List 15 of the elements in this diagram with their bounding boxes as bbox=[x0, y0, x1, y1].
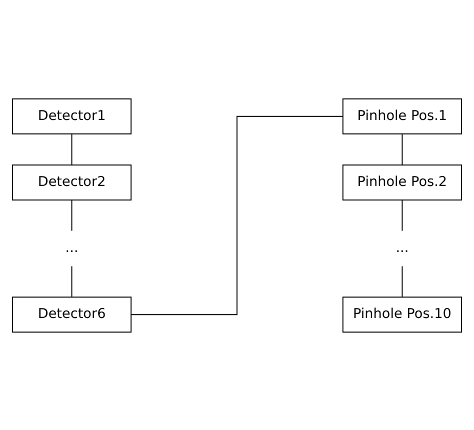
node-box: Pinhole Pos.2 bbox=[342, 164, 462, 200]
node-box: Pinhole Pos.10 bbox=[342, 296, 462, 332]
node-box: Detector6 bbox=[12, 296, 132, 332]
connector bbox=[71, 265, 72, 297]
connector bbox=[402, 265, 403, 297]
node-text: ... bbox=[396, 240, 409, 256]
connector bbox=[71, 133, 72, 165]
connector bbox=[130, 115, 344, 315]
connector bbox=[402, 199, 403, 231]
node-box: Detector2 bbox=[12, 164, 132, 200]
connector bbox=[402, 133, 403, 165]
node-box: Detector1 bbox=[12, 98, 132, 134]
node-text: ... bbox=[65, 240, 78, 256]
connector bbox=[71, 199, 72, 231]
node-box: Pinhole Pos.1 bbox=[342, 98, 462, 134]
